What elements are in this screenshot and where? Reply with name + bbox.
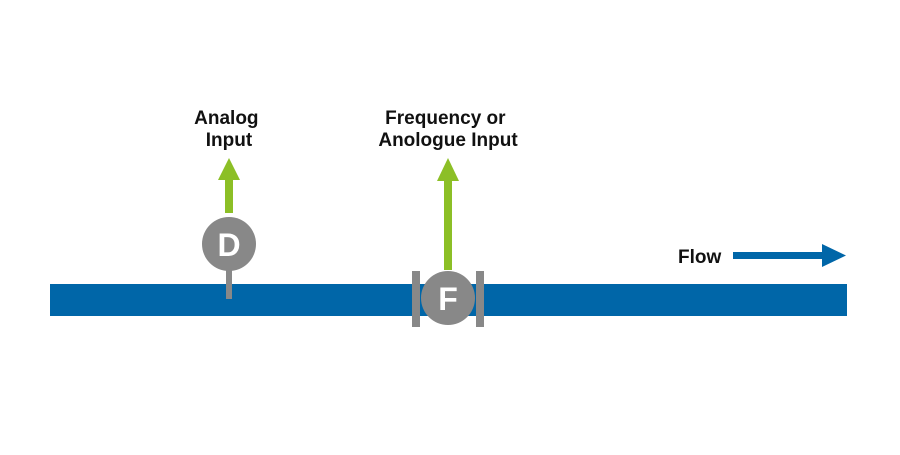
- flowmeter-flange-right: [476, 271, 484, 327]
- flow-arrow-shaft: [733, 252, 825, 259]
- flow-arrow-head: [822, 244, 846, 267]
- density-sensor-stem: [226, 266, 232, 299]
- analog-arrow-head: [218, 158, 240, 180]
- flowmeter: [421, 271, 475, 325]
- frequency-input-label: Frequency or Anologue Input: [378, 108, 518, 151]
- frequency-arrow-head: [437, 158, 459, 181]
- density-sensor-label: D: [217, 227, 240, 263]
- flow-label: Flow: [678, 247, 721, 268]
- analog-arrow-shaft: [225, 176, 233, 213]
- analog-input-label: Analog Input: [194, 108, 264, 151]
- density-sensor: [202, 217, 256, 271]
- flowmeter-flange-left: [412, 271, 420, 327]
- frequency-arrow-shaft: [444, 178, 452, 270]
- flowmeter-label: F: [438, 281, 458, 317]
